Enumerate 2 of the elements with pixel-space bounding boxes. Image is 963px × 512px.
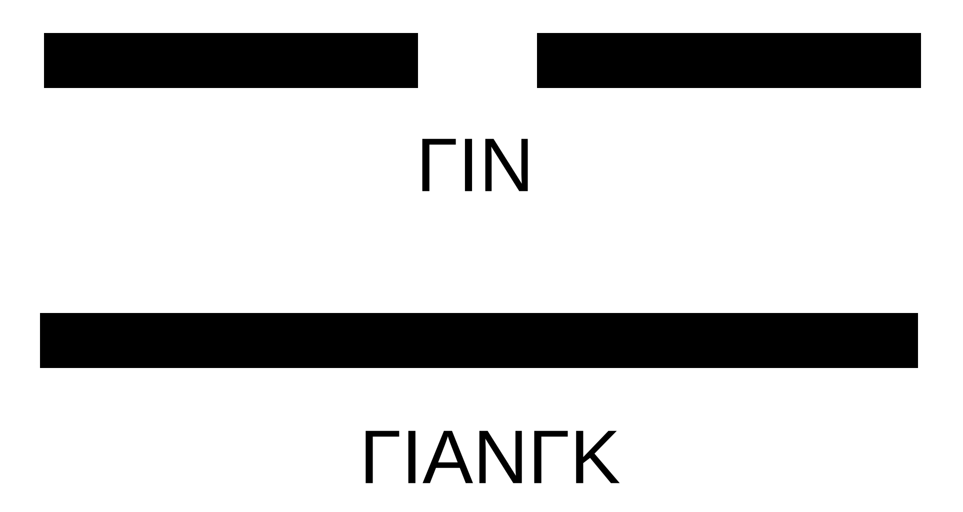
line-label: ΓΙΑΝΓΚ <box>366 430 620 484</box>
line-label: ΓΙΝ <box>422 138 528 192</box>
